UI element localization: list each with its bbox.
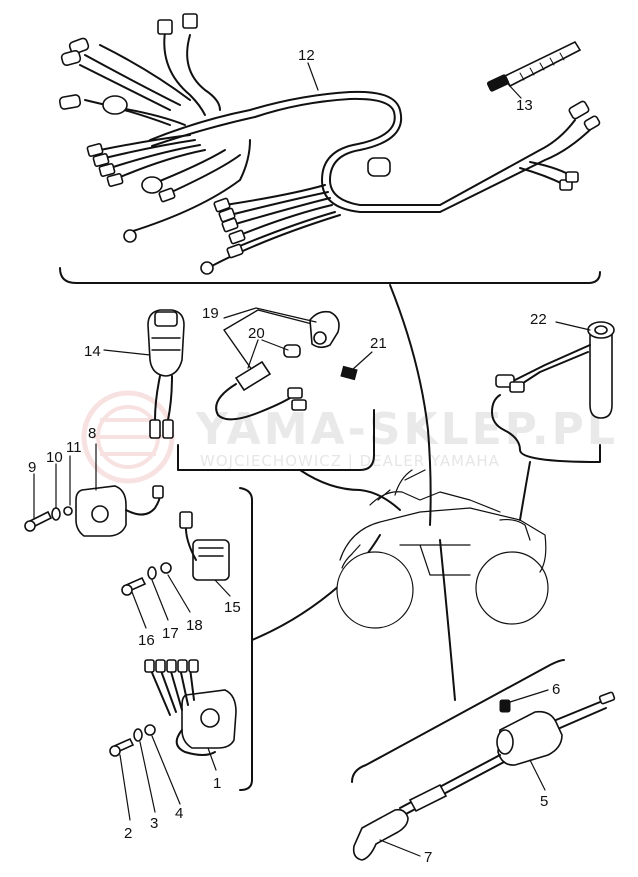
leader-lines bbox=[33, 62, 591, 857]
label-1: 1 bbox=[213, 775, 221, 792]
connector-harness bbox=[389, 284, 432, 526]
label-9: 9 bbox=[28, 459, 36, 476]
part-15-18-ignition-part bbox=[121, 511, 230, 596]
label-21: 21 bbox=[370, 335, 387, 352]
label-7: 7 bbox=[424, 849, 432, 866]
label-14: 14 bbox=[84, 343, 101, 360]
part-1-4-ignition-coil bbox=[109, 659, 237, 757]
label-11: 11 bbox=[66, 439, 82, 456]
part-13-cable-tie bbox=[486, 40, 582, 92]
part-19-20-sensor bbox=[215, 309, 358, 421]
bracket-harness bbox=[59, 267, 601, 284]
group-brackets bbox=[59, 267, 602, 791]
part-12-wire-harness bbox=[58, 13, 601, 275]
part-22-sensor-unit bbox=[495, 321, 615, 419]
label-19: 19 bbox=[202, 305, 219, 322]
label-16: 16 bbox=[138, 632, 155, 649]
connector-sensor bbox=[299, 469, 401, 511]
label-5: 5 bbox=[540, 793, 548, 810]
part-8-11-pickup-coil bbox=[24, 485, 164, 537]
atv-outline bbox=[336, 469, 549, 629]
connector-starter bbox=[439, 539, 456, 701]
label-4: 4 bbox=[175, 805, 183, 822]
label-13: 13 bbox=[516, 97, 533, 114]
part-number-labels: 12 13 14 19 20 21 22 8 9 10 11 16 17 18 … bbox=[28, 47, 560, 866]
label-18: 18 bbox=[186, 617, 203, 634]
label-22: 22 bbox=[530, 311, 547, 328]
bracket-starter bbox=[351, 659, 565, 783]
label-12: 12 bbox=[298, 47, 315, 64]
watermark-main: YAMA-SKLEP.PL bbox=[195, 404, 618, 455]
label-20: 20 bbox=[248, 325, 265, 342]
label-2: 2 bbox=[124, 825, 132, 842]
label-17: 17 bbox=[162, 625, 179, 642]
label-3: 3 bbox=[150, 815, 158, 832]
part-5-7-starter-assembly bbox=[352, 691, 616, 861]
bracket-throttle bbox=[491, 394, 602, 463]
label-8: 8 bbox=[88, 425, 96, 442]
connector-throttle bbox=[519, 461, 531, 521]
label-15: 15 bbox=[224, 599, 241, 616]
bracket-sensor bbox=[177, 409, 375, 471]
bracket-ignition bbox=[239, 487, 253, 791]
watermark-sub: WOJCIECHOWICZ | DEALER YAMAHA bbox=[200, 452, 500, 470]
label-6: 6 bbox=[552, 681, 560, 698]
watermark: YAMA-SKLEP.PL WOJCIECHOWICZ | DEALER YAM… bbox=[81, 390, 618, 484]
part-14-main-switch bbox=[147, 309, 185, 439]
label-10: 10 bbox=[46, 449, 63, 466]
